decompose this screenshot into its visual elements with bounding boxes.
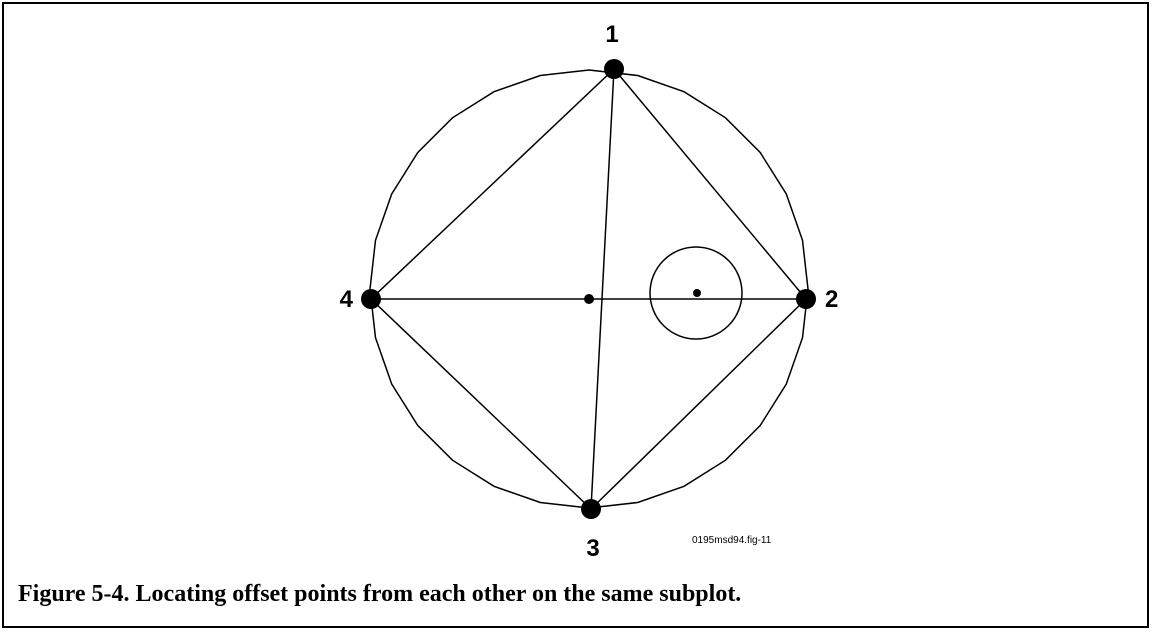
point-1-label: 1 [605, 21, 618, 48]
subplot-diagram: 1 2 3 4 0195msd94.fig-11 [340, 21, 839, 562]
point-4-marker [361, 289, 381, 309]
center-point [584, 294, 594, 304]
point-3-marker [581, 499, 601, 519]
figure-file-id: 0195msd94.fig-11 [692, 535, 772, 546]
offset-point-circle [649, 246, 743, 340]
point-4-label: 4 [340, 286, 354, 313]
figure-caption: Figure 5-4. Locating offset points from … [18, 581, 742, 607]
point-3-label: 3 [586, 535, 599, 562]
point-1-marker [604, 59, 624, 79]
point-2-marker [796, 289, 816, 309]
vertical-axis-line [590, 68, 615, 510]
offset-point [693, 289, 701, 297]
point-2-label: 2 [825, 286, 838, 313]
